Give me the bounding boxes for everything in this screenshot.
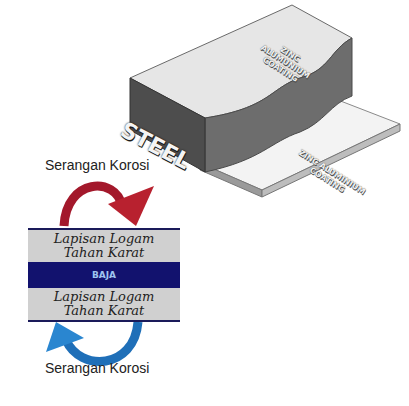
layer-label: Lapisan Logam Tahan Karat [34, 232, 174, 260]
arrow-head [108, 186, 154, 226]
coating-layer-band: Lapisan Logam Tahan Karat [28, 288, 180, 322]
steel-layer-band: BAJA [28, 262, 180, 288]
layer-label: Lapisan Logam Tahan Karat [34, 290, 174, 318]
corrosion-arrow [66, 322, 138, 361]
attack-label: Serangan Korosi [45, 361, 149, 376]
attack-label: Serangan Korosi [45, 158, 149, 173]
arrow-head [46, 322, 84, 352]
layer-label: BAJA [34, 270, 174, 280]
coating-layer-band: Lapisan Logam Tahan Karat [28, 228, 180, 262]
